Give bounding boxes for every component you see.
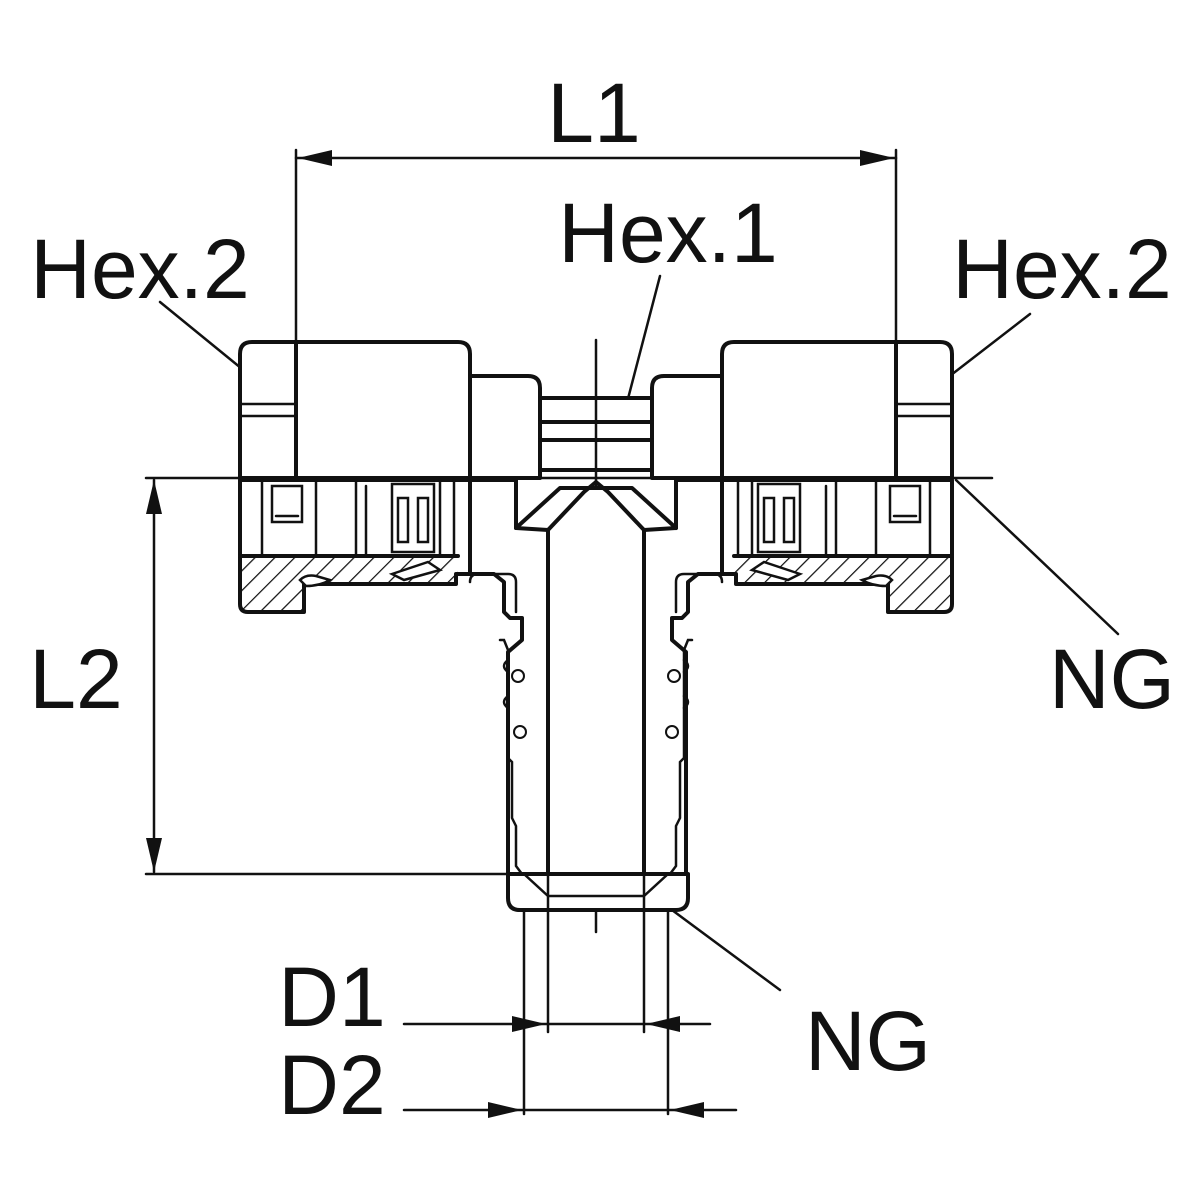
left-nut <box>238 340 472 480</box>
dimension-d2 <box>402 1102 738 1118</box>
leader-lines <box>158 274 1120 992</box>
bottom-tube-end <box>506 872 690 912</box>
tee-body <box>468 478 724 880</box>
dimension-d1 <box>402 1016 712 1032</box>
left-nut-section <box>238 478 472 614</box>
hex2-right-label: Hex.2 <box>952 222 1171 316</box>
right-nut <box>720 340 954 480</box>
dimension-l2 <box>144 478 562 876</box>
dimension-l1-label: L1 <box>547 66 640 160</box>
hex2-left-label: Hex.2 <box>30 222 249 316</box>
dimension-l2-label: L2 <box>29 632 122 726</box>
diameter-extension-lines <box>522 908 670 1116</box>
dimension-d2-label: D2 <box>278 1038 385 1132</box>
hex1-label: Hex.1 <box>558 186 777 280</box>
ng-right-label: NG <box>1049 632 1175 726</box>
dimension-d1-label: D1 <box>278 950 385 1044</box>
right-nut-section <box>720 478 954 614</box>
ng-bottom-label: NG <box>805 994 931 1088</box>
